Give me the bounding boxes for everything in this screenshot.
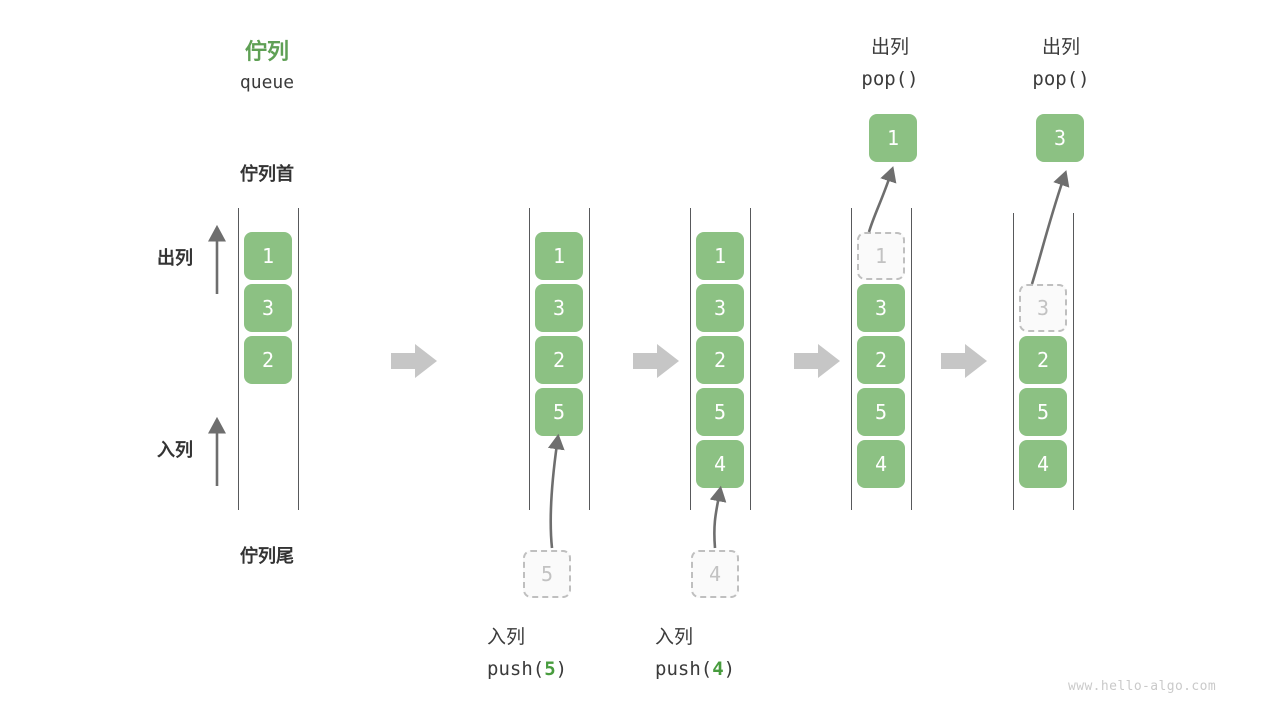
incoming-node-ghost: 5 [523,550,571,598]
queue-node: 5 [857,388,905,436]
pop-caption-code: pop() [1032,68,1090,90]
queue-rail-right [298,208,299,510]
queue-rail-left [1013,213,1014,510]
pop-caption-cn: 出列 [870,37,909,58]
queue-node: 2 [535,336,583,384]
watermark: www.hello-algo.com [1068,679,1217,694]
push-caption-code: push(4) [655,658,815,680]
queue-rail-right [589,208,590,510]
push-caption-cn: 入列 [655,627,694,648]
stage-transition-arrow-icon [941,344,987,378]
stage-transition-arrow-icon [391,344,437,378]
queue-rail-left [690,208,691,510]
push-code-suffix: ) [723,658,736,680]
queue-node: 5 [535,388,583,436]
queue-title-en: queue [239,72,295,93]
popped-node: 1 [869,114,917,162]
queue-title-cn: 佇列 [244,39,289,64]
push-direction-label: 入列 [157,440,193,460]
push-code-arg: 4 [712,658,724,680]
queue-node: 3 [857,284,905,332]
push-caption-code: push(5) [487,658,647,680]
push-code-arg: 5 [544,658,556,680]
queue-node: 2 [857,336,905,384]
push-caption-cn: 入列 [487,627,526,648]
popped-node-ghost: 3 [1019,284,1067,332]
queue-node: 2 [1019,336,1067,384]
popped-node: 3 [1036,114,1084,162]
stage-transition-arrow-icon [794,344,840,378]
queue-rail-right [1073,213,1074,510]
queue-rail-left [529,208,530,510]
push-code-prefix: push( [655,658,713,680]
queue-rear-label: 佇列尾 [240,546,294,566]
queue-node: 1 [696,232,744,280]
queue-rail-left [851,208,852,510]
queue-node: 3 [696,284,744,332]
queue-rail-right [911,208,912,510]
queue-node: 2 [696,336,744,384]
queue-node: 3 [244,284,292,332]
incoming-node-ghost: 4 [691,550,739,598]
queue-node: 2 [244,336,292,384]
push-code-prefix: push( [487,658,545,680]
queue-node: 4 [696,440,744,488]
queue-node: 4 [1019,440,1067,488]
queue-rail-left [238,208,239,510]
pop-motion-arrow-icon [867,166,897,233]
queue-node: 1 [535,232,583,280]
pop-direction-label: 出列 [157,248,193,268]
queue-rail-right [750,208,751,510]
queue-node: 5 [696,388,744,436]
queue-node: 3 [535,284,583,332]
queue-node: 4 [857,440,905,488]
queue-node: 1 [244,232,292,280]
popped-node-ghost: 1 [857,232,905,280]
push-motion-arrow-icon [547,433,565,549]
pop-caption-code: pop() [861,68,919,90]
pop-caption-cn: 出列 [1041,37,1080,58]
stage-transition-arrow-icon [633,344,679,378]
queue-node: 5 [1019,388,1067,436]
push-motion-arrow-icon [709,485,727,549]
pop-motion-arrow-icon [1030,170,1070,285]
queue-front-label: 佇列首 [240,164,294,184]
push-code-suffix: ) [555,658,568,680]
